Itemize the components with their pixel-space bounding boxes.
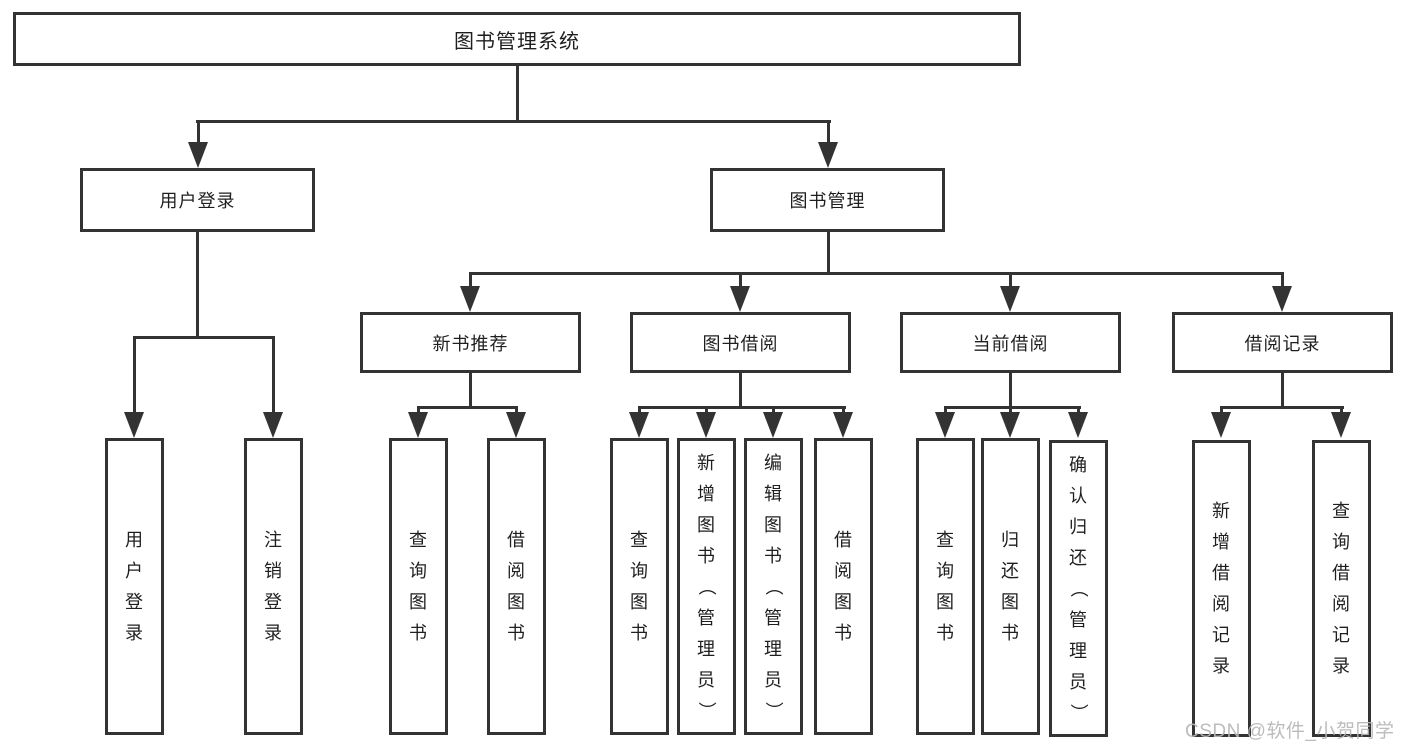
- leaf-query-books: 查询图书: [610, 438, 669, 735]
- connector-group-bar: [944, 406, 1081, 409]
- connector-group-bar: [1220, 406, 1344, 409]
- node-label: 查询借阅记录: [1332, 501, 1351, 676]
- node-label: 注销登录: [264, 530, 283, 643]
- connector-leaf-drop: [944, 406, 947, 414]
- leaf-add-book-admin: 新增图书（管理员）: [677, 438, 736, 735]
- arrowhead-icon: [188, 142, 208, 168]
- arrowhead-icon: [763, 412, 783, 438]
- connector-user-login-bar: [133, 336, 274, 339]
- arrowhead-icon: [1068, 412, 1088, 438]
- node-label: 新增借阅记录: [1212, 501, 1231, 676]
- node-label: 归还图书: [1001, 530, 1020, 643]
- connector-leaf-drop: [1077, 406, 1080, 414]
- arrowhead-icon: [506, 412, 526, 438]
- leaf-query-books: 查询图书: [389, 438, 448, 735]
- connector-leaf-drop: [1220, 406, 1223, 414]
- arrowhead-icon: [1000, 412, 1020, 438]
- leaf-add-borrow-record: 新增借阅记录: [1192, 440, 1251, 737]
- connector-level1-bar: [196, 120, 831, 123]
- node-library-management-system: 图书管理系统: [13, 12, 1021, 66]
- node-borrowing-records: 借阅记录: [1172, 312, 1393, 373]
- leaf-edit-book-admin: 编辑图书（管理员）: [744, 438, 803, 735]
- arrowhead-icon: [263, 412, 283, 438]
- connector-leaf-drop: [1009, 406, 1012, 414]
- connector-group-stem: [469, 373, 472, 406]
- arrowhead-icon: [629, 412, 649, 438]
- arrowhead-icon: [1272, 286, 1292, 312]
- connector-leaf-drop: [638, 406, 641, 414]
- leaf-user-login: 用户登录: [105, 438, 164, 735]
- arrowhead-icon: [1000, 286, 1020, 312]
- connector-group-stem: [739, 373, 742, 406]
- node-label: 图书管理: [789, 191, 866, 211]
- connector-branch-drop: [739, 272, 742, 288]
- connector-leaf-drop: [133, 336, 136, 414]
- connector-branch-drop: [1009, 272, 1012, 288]
- connector-root-stem: [516, 66, 519, 120]
- connector-book-mgmt-stem: [827, 232, 830, 272]
- connector-leaf-drop: [515, 406, 518, 414]
- connector-branch-drop: [1281, 272, 1284, 288]
- node-label: 图书借阅: [702, 333, 779, 354]
- node-label: 借阅图书: [834, 530, 853, 643]
- connector-leaf-drop: [272, 336, 275, 414]
- node-label: 图书管理系统: [454, 30, 580, 53]
- arrowhead-icon: [408, 412, 428, 438]
- connector-group-stem: [1281, 373, 1284, 406]
- node-label: 确认归还（管理员）: [1068, 454, 1089, 723]
- node-new-book-recommendation: 新书推荐: [360, 312, 581, 373]
- leaf-return-books: 归还图书: [981, 438, 1040, 735]
- node-label: 借阅记录: [1244, 333, 1321, 354]
- node-label: 用户登录: [125, 530, 144, 643]
- node-label: 新书推荐: [432, 333, 509, 354]
- csdn-watermark: CSDN @软件_小贺同学: [1185, 721, 1395, 742]
- connector-leaf-drop: [1340, 406, 1343, 414]
- connector-leaf-drop: [772, 406, 775, 414]
- arrowhead-icon: [696, 412, 716, 438]
- node-book-management: 图书管理: [710, 168, 945, 232]
- arrowhead-icon: [1211, 412, 1231, 438]
- node-label: 查询图书: [936, 530, 955, 643]
- arrowhead-icon: [1331, 412, 1351, 438]
- node-label: 编辑图书（管理员）: [763, 452, 784, 721]
- node-label: 查询图书: [409, 530, 428, 643]
- connector-user-login-drop: [197, 120, 200, 144]
- connector-leaf-drop: [417, 406, 420, 414]
- leaf-query-books: 查询图书: [916, 438, 975, 735]
- node-user-login: 用户登录: [80, 168, 315, 232]
- arrowhead-icon: [730, 286, 750, 312]
- connector-user-login-stem: [196, 232, 199, 336]
- connector-leaf-drop: [842, 406, 845, 414]
- connector-book-mgmt-drop: [827, 120, 830, 144]
- leaf-borrow-books: 借阅图书: [487, 438, 546, 735]
- node-label: 新增图书（管理员）: [696, 452, 717, 721]
- node-label: 借阅图书: [507, 530, 526, 643]
- arrowhead-icon: [833, 412, 853, 438]
- connector-group-stem: [1009, 373, 1012, 406]
- connector-leaf-drop: [705, 406, 708, 414]
- arrowhead-icon: [460, 286, 480, 312]
- connector-group-bar: [638, 406, 846, 409]
- leaf-logout: 注销登录: [244, 438, 303, 735]
- leaf-query-borrow-record: 查询借阅记录: [1312, 440, 1371, 737]
- arrowhead-icon: [935, 412, 955, 438]
- node-label: 查询图书: [630, 530, 649, 643]
- arrowhead-icon: [818, 142, 838, 168]
- connector-branch-drop: [469, 272, 472, 288]
- leaf-confirm-return-admin: 确认归还（管理员）: [1049, 440, 1108, 737]
- node-book-borrowing: 图书借阅: [630, 312, 851, 373]
- node-current-borrowing: 当前借阅: [900, 312, 1121, 373]
- leaf-borrow-books: 借阅图书: [814, 438, 873, 735]
- node-label: 当前借阅: [972, 333, 1049, 354]
- node-label: 用户登录: [159, 191, 236, 211]
- connector-level3-bar: [469, 272, 1283, 275]
- arrowhead-icon: [124, 412, 144, 438]
- connector-group-bar: [417, 406, 518, 409]
